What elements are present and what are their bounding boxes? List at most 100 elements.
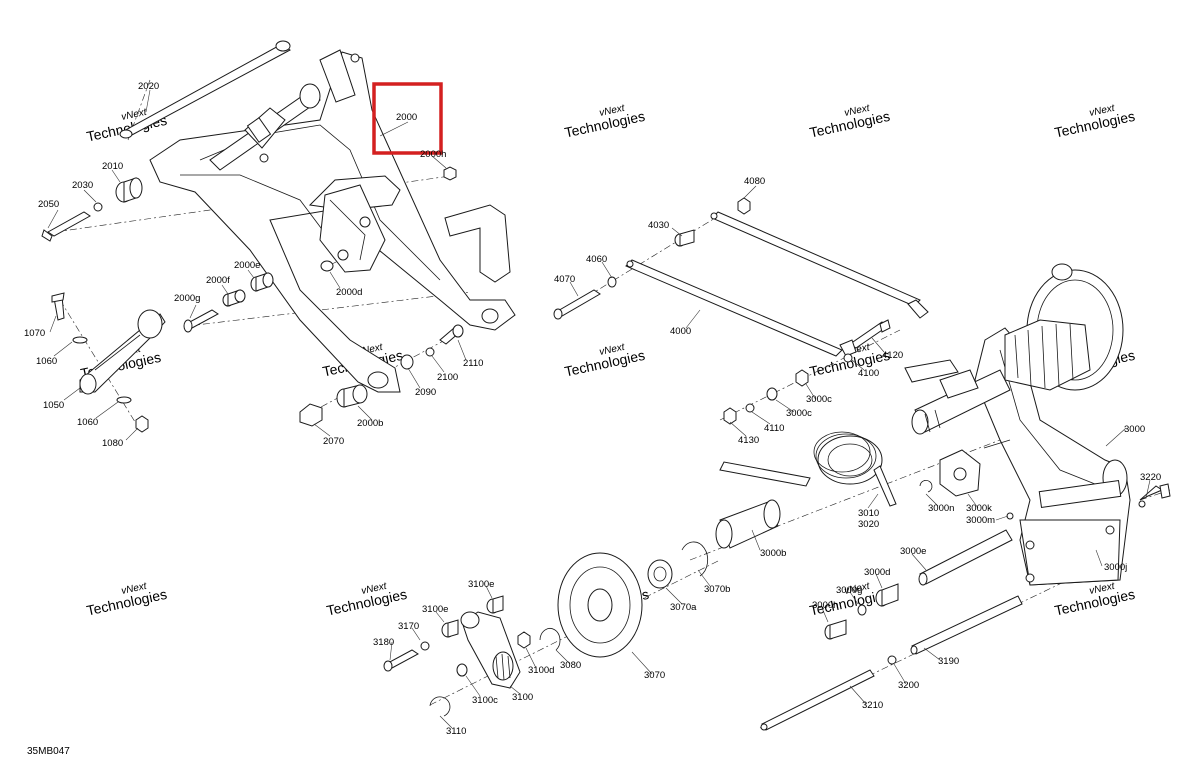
washer-3000g — [857, 604, 867, 616]
washer-2100 — [425, 347, 435, 357]
callout-2030: 2030 — [72, 180, 93, 191]
spacer-2070 — [299, 403, 323, 427]
callout-labels: 2020 2000 2000h 2010 2030 2050 2000e 200… — [24, 81, 1161, 757]
rod-assembly — [553, 197, 929, 425]
end-fitting-4000 — [839, 299, 929, 357]
leader-lines — [47, 89, 1151, 729]
spacer-2090 — [400, 354, 414, 370]
axle-3000e — [918, 529, 1013, 586]
nut-3000c-upper — [795, 369, 809, 387]
callout-4070: 4070 — [554, 274, 575, 285]
washer-3000c-lower — [766, 387, 778, 401]
rear-frame-3000 — [974, 327, 1131, 586]
callout-3100: 3100 — [512, 692, 533, 703]
rod-4000 — [625, 259, 843, 357]
rod-3210 — [760, 669, 875, 731]
nut-4080 — [737, 197, 751, 215]
bushing-3100e-upper — [486, 595, 504, 614]
callout-3000g: 3000g — [836, 585, 862, 596]
bolt-2000g — [183, 309, 219, 333]
callout-3190: 3190 — [938, 656, 959, 667]
callout-1080: 1080 — [102, 438, 123, 449]
bushing-3000h — [824, 619, 847, 640]
callout-2000b: 2000b — [357, 418, 383, 429]
watermark: vNext Technologies — [85, 581, 168, 619]
washer-2030 — [93, 202, 103, 212]
callout-4130: 4130 — [738, 435, 759, 446]
callout-3000d: 3000d — [864, 567, 890, 578]
washer-3200 — [887, 655, 897, 665]
bushing-3000d — [875, 583, 899, 607]
watermark: vNext Technologies — [563, 103, 646, 141]
bolt-1070 — [51, 292, 65, 321]
nut-2000h — [443, 166, 457, 181]
bracket-3000k — [939, 449, 981, 497]
bushing-2000e — [250, 272, 274, 292]
link-1050 — [79, 309, 166, 395]
torsion-spring-3010 — [719, 431, 897, 507]
callout-2050: 2050 — [38, 199, 59, 210]
watermark: vNext Technologies — [563, 342, 646, 380]
frame-2000 — [149, 49, 516, 393]
bolt-4120 — [849, 319, 891, 349]
callout-3200: 3200 — [898, 680, 919, 691]
lever-3000 — [904, 359, 979, 399]
callout-2000: 2000 — [396, 112, 417, 123]
callout-4120: 4120 — [882, 350, 903, 361]
washer-3100c — [456, 663, 468, 677]
bushing-2010 — [115, 177, 143, 203]
callout-3000c-upper: 3000c — [806, 394, 832, 405]
washer-4060 — [607, 276, 617, 288]
callout-3000h: 3000h — [812, 600, 838, 611]
callout-3000m: 3000m — [966, 515, 995, 526]
callout-4000: 4000 — [670, 326, 691, 337]
nut-1080 — [135, 415, 149, 433]
callout-3180: 3180 — [373, 637, 394, 648]
svg-text:vNext: vNext — [120, 581, 148, 597]
callout-3000: 3000 — [1124, 424, 1145, 435]
callout-2100: 2100 — [437, 372, 458, 383]
svg-text:vNext: vNext — [598, 103, 626, 119]
callout-1060-lower: 1060 — [77, 417, 98, 428]
callout-4080: 4080 — [744, 176, 765, 187]
callout-3210: 3210 — [862, 700, 883, 711]
callout-2000e: 2000e — [234, 260, 260, 271]
callout-4030: 4030 — [648, 220, 669, 231]
callout-4060: 4060 — [586, 254, 607, 265]
callout-2000d: 2000d — [336, 287, 362, 298]
washer-1060-lower — [116, 396, 132, 404]
callout-2000f: 2000f — [206, 275, 230, 286]
callout-3010: 3010 — [858, 508, 879, 519]
watermark: vNext Technologies — [808, 103, 891, 141]
callout-3080: 3080 — [560, 660, 581, 671]
callout-3100d: 3100d — [528, 665, 554, 676]
clip-3000n — [919, 480, 933, 493]
washer-3170 — [420, 641, 430, 651]
callout-2000g: 2000g — [174, 293, 200, 304]
nut-3100d — [517, 631, 531, 649]
bushing-2000b — [336, 384, 368, 408]
bolt-4070 — [553, 289, 601, 320]
callout-3020: 3020 — [858, 519, 879, 530]
watermark: vNext Technologies — [325, 581, 408, 619]
highlight-box — [372, 82, 443, 155]
bolt-2110 — [439, 324, 464, 345]
callout-4110: 4110 — [764, 423, 784, 434]
washer-2000d — [320, 260, 334, 272]
callout-2000h: 2000h — [420, 149, 446, 160]
svg-text:vNext: vNext — [360, 581, 388, 597]
svg-text:vNext: vNext — [843, 103, 871, 119]
shaft-2020 — [119, 40, 291, 139]
idler-arm-assembly — [383, 595, 561, 717]
callout-3100c: 3100c — [472, 695, 498, 706]
callout-3220: 3220 — [1140, 472, 1161, 483]
callout-3070: 3070 — [644, 670, 665, 681]
callout-3070a: 3070a — [670, 602, 697, 613]
callout-2010: 2010 — [102, 161, 123, 172]
nut-4100 — [843, 353, 853, 363]
callout-3000n: 3000n — [928, 503, 954, 514]
watermark: vNext Technologies — [1053, 103, 1136, 141]
callout-3000b: 3000b — [760, 548, 786, 559]
callout-2090: 2090 — [415, 387, 436, 398]
shaft-3190 — [910, 595, 1023, 655]
